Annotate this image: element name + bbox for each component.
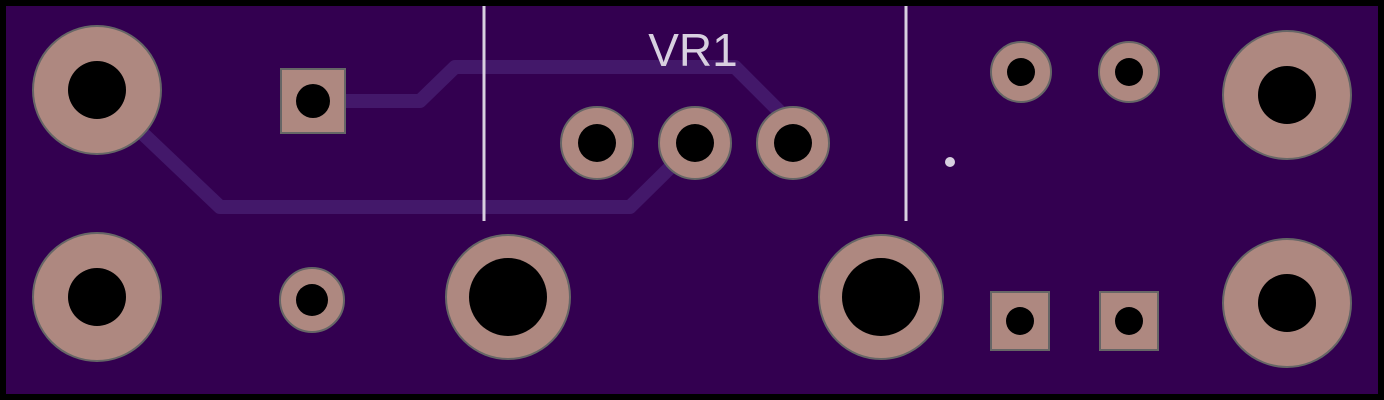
traces: [92, 60, 798, 214]
drill-hole: [68, 61, 126, 119]
drill-hole: [469, 258, 547, 336]
drill-hole: [842, 258, 920, 336]
silkscreen-outline: [482, 6, 908, 221]
drill-hole: [1115, 58, 1143, 86]
drill-hole: [774, 124, 812, 162]
drill-hole: [676, 124, 714, 162]
drill-hole: [296, 284, 328, 316]
silkscreen-label: VR1: [648, 24, 737, 76]
drill-holes: [68, 58, 1316, 336]
trace-2: [344, 60, 798, 130]
drill-hole: [1006, 307, 1034, 335]
drill-hole: [578, 124, 616, 162]
drill-hole: [68, 268, 126, 326]
drill-hole: [296, 84, 330, 118]
pin1-marker-dot: [945, 157, 955, 167]
drill-hole: [1258, 66, 1316, 124]
drill-hole: [1115, 307, 1143, 335]
drill-hole: [1007, 58, 1035, 86]
drill-hole: [1258, 274, 1316, 332]
trace-1: [92, 84, 700, 214]
